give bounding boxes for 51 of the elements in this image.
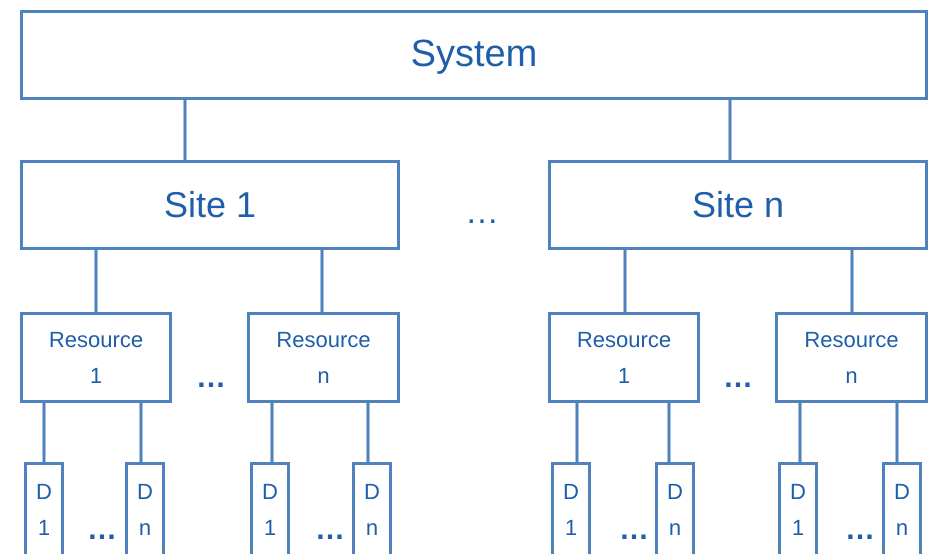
- node-label: Resource n: [804, 326, 899, 390]
- node-label: D n: [137, 478, 153, 542]
- connector-line: [850, 250, 854, 312]
- node-label: D n: [894, 478, 910, 542]
- connector-line: [140, 403, 142, 462]
- box: [655, 462, 695, 554]
- connector-line: [668, 403, 670, 462]
- connector-line: [896, 403, 898, 462]
- node-label: Resource n: [276, 326, 371, 390]
- box: [250, 462, 290, 554]
- box: [24, 462, 64, 554]
- ellipsis-text: …: [465, 195, 499, 229]
- ellipsis-text: …: [87, 515, 117, 545]
- ellipsis-text: …: [619, 515, 649, 545]
- connector-line: [94, 250, 98, 312]
- connector-line: [728, 100, 732, 160]
- node-label: D 1: [563, 478, 579, 542]
- ellipsis-text: …: [723, 363, 753, 393]
- connector-line: [184, 100, 186, 160]
- box: [775, 312, 928, 403]
- connector-line: [624, 250, 626, 312]
- node-label: D 1: [36, 478, 52, 542]
- box: [247, 312, 400, 403]
- node-label: Site 1: [164, 183, 256, 227]
- connector-line: [798, 403, 802, 462]
- node-label: D n: [667, 478, 683, 542]
- ellipsis-text: …: [196, 363, 226, 393]
- ellipsis-text: …: [315, 515, 345, 545]
- box: [20, 10, 928, 100]
- box: [778, 462, 818, 554]
- box: [20, 312, 172, 403]
- box: [548, 160, 928, 250]
- node-label: D 1: [790, 478, 806, 542]
- node-label: D n: [364, 478, 380, 542]
- box: [882, 462, 922, 554]
- box: [352, 462, 392, 554]
- connector-line: [576, 403, 578, 462]
- box: [551, 462, 591, 554]
- node-label: Resource 1: [48, 326, 144, 390]
- box: [548, 312, 700, 403]
- node-label: D 1: [262, 478, 278, 542]
- node-label: Resource 1: [576, 326, 672, 390]
- connector-line: [270, 403, 274, 462]
- connector-line: [366, 403, 370, 462]
- box: [20, 160, 400, 250]
- connector-line: [320, 250, 324, 312]
- box: [125, 462, 165, 554]
- node-label: System: [410, 32, 538, 78]
- node-label: Site n: [692, 183, 784, 227]
- connector-line: [42, 403, 46, 462]
- ellipsis-text: …: [845, 515, 875, 545]
